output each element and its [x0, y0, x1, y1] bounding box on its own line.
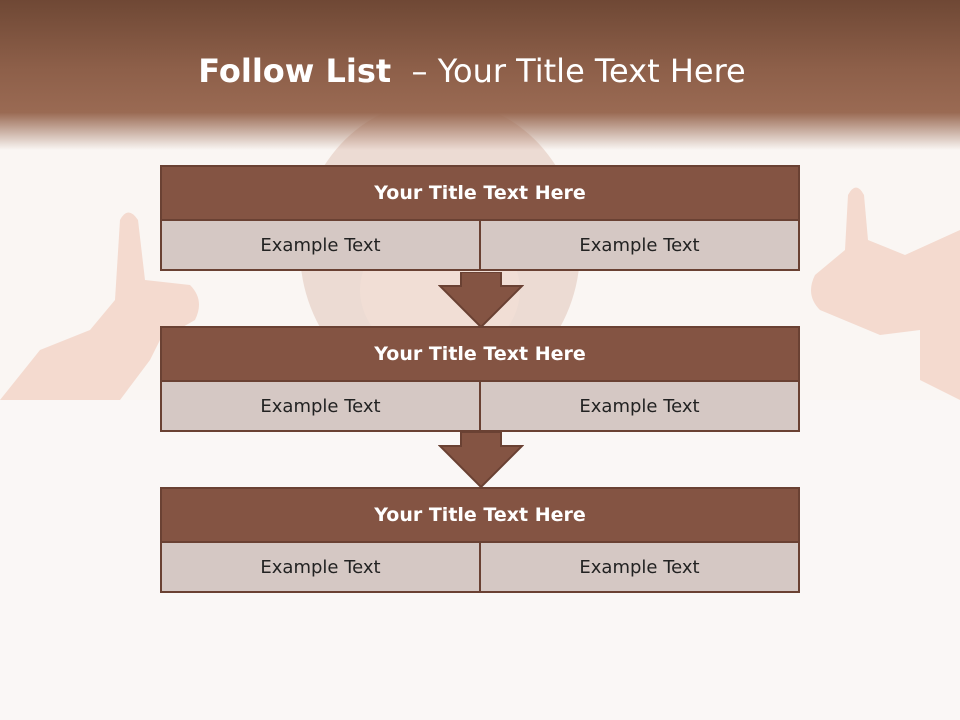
step-row: Example Text Example Text [160, 221, 800, 271]
step-cell-right: Example Text [481, 382, 800, 432]
step-cell-right: Example Text [481, 543, 800, 593]
step-title: Your Title Text Here [160, 487, 800, 543]
title-bold: Follow List [198, 52, 392, 90]
step-cell-left: Example Text [160, 221, 481, 271]
step-cell-right: Example Text [481, 221, 800, 271]
step-block-1: Your Title Text Here Example Text Exampl… [160, 165, 800, 271]
step-cell-left: Example Text [160, 543, 481, 593]
step-title: Your Title Text Here [160, 326, 800, 382]
step-row: Example Text Example Text [160, 543, 800, 593]
header-band [0, 0, 960, 150]
title-rest: – Your Title Text Here [391, 52, 746, 90]
step-block-3: Your Title Text Here Example Text Exampl… [160, 487, 800, 593]
down-arrow-icon [438, 272, 524, 328]
step-block-2: Your Title Text Here Example Text Exampl… [160, 326, 800, 432]
step-title: Your Title Text Here [160, 165, 800, 221]
step-cell-left: Example Text [160, 382, 481, 432]
slide-title: Follow List – Your Title Text Here [0, 52, 944, 90]
step-row: Example Text Example Text [160, 382, 800, 432]
down-arrow-icon [438, 432, 524, 488]
